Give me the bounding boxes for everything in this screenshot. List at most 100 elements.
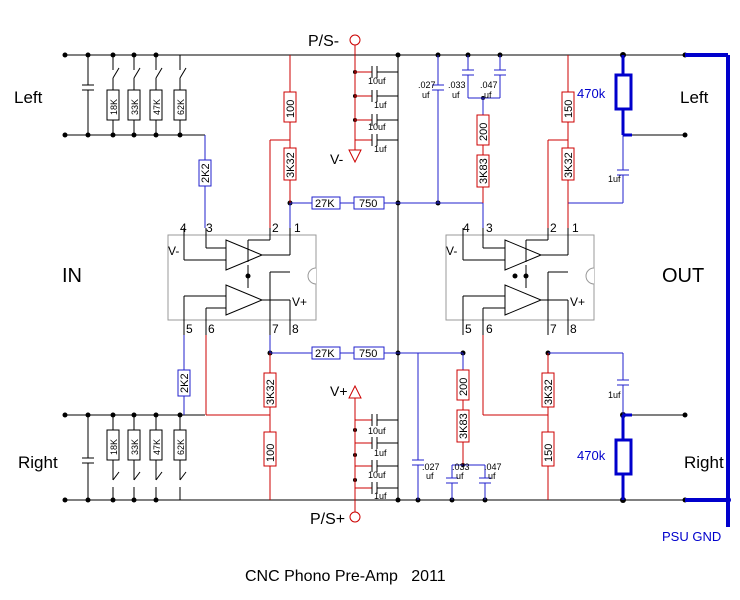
res-2k2-bottom: 2K2 [179, 373, 191, 393]
pin-4-left: 4 [180, 221, 187, 235]
pin-6-left: 6 [208, 322, 215, 336]
pin-3-left: 3 [206, 221, 213, 235]
res-100-bottom: 100 [265, 444, 277, 462]
vplus-left: V+ [292, 295, 307, 309]
out-label: OUT [662, 265, 704, 287]
component-labels: 2K2 2K2 100 3K32 3K32 100 27K 750 27K 75… [179, 80, 621, 481]
cap-1uf-top-1: 1uf [374, 100, 387, 110]
vminus-right: V- [446, 244, 457, 258]
res-27k-top: 27K [315, 198, 335, 210]
pot-470k-bottom[interactable] [614, 438, 633, 476]
res-18k-bottom: 18K [109, 439, 119, 455]
supply-symbols [348, 34, 362, 523]
res-3k83-bottom: 3K83 [458, 413, 470, 439]
res-3k32-top-right: 3K32 [563, 152, 575, 178]
cap-047-top: .047 [480, 80, 498, 90]
res-150-bottom: 150 [543, 444, 555, 462]
pot-470k-top[interactable] [614, 73, 633, 111]
psu-caps-bottom: 10uf 1uf 10uf 1uf [355, 414, 398, 501]
cap-1uf-bot-2: 1uf [374, 491, 387, 501]
v-minus-label: V- [330, 151, 344, 167]
cap-047-bottom: .047 [484, 462, 502, 472]
res-62k-top: 62K [176, 99, 186, 115]
pin-5-right: 5 [465, 322, 472, 336]
pin-2-right: 2 [550, 221, 557, 235]
res-200-top: 200 [478, 123, 490, 141]
cap-047-bottom-unit: uf [488, 471, 496, 481]
schematic-title: CNC Phono Pre-Amp 2011 [245, 568, 446, 585]
res-18k-top: 18K [109, 99, 119, 115]
ps-plus-terminal[interactable] [349, 511, 361, 523]
res-47k-bottom: 47K [152, 439, 162, 455]
pin-4-right: 4 [463, 221, 470, 235]
pin-7-right: 7 [550, 322, 557, 336]
pot-470k-bottom-label: 470k [577, 448, 606, 463]
cap-027-bottom: .027 [422, 462, 440, 472]
cap-10uf-bot-1: 10uf [368, 426, 386, 436]
right-input-network: 18K 33K 47K 62K [82, 415, 187, 500]
cap-033-bottom: .033 [452, 462, 470, 472]
pot-470k-top-label: 470k [577, 86, 606, 101]
cap-027-bottom-unit: uf [426, 471, 434, 481]
vplus-right: V+ [570, 295, 585, 309]
pin-1-left: 1 [294, 221, 301, 235]
red-wiring [205, 55, 575, 500]
cap-033-bottom-unit: uf [456, 471, 464, 481]
res-3k83-top: 3K83 [478, 158, 490, 184]
res-200-bottom: 200 [458, 378, 470, 396]
cap-027-top-unit: uf [422, 90, 430, 100]
cap-033-top-unit: uf [452, 90, 460, 100]
opamp-left: 4 3 2 1 5 6 7 8 V- V+ [167, 221, 317, 336]
right-in-label: Right [18, 453, 58, 472]
res-3k32-bottom-right: 3K32 [543, 379, 555, 405]
res-100-top: 100 [285, 100, 297, 118]
cap-10uf-top-2: 10uf [368, 122, 386, 132]
res-27k-bottom: 27K [315, 348, 335, 360]
main-labels: Left Right Left Right IN OUT P/S- P/S+ V… [14, 33, 724, 585]
res-3k32-top: 3K32 [285, 152, 297, 178]
cap-1uf-bot-1: 1uf [374, 448, 387, 458]
cap-033-top: .033 [448, 80, 466, 90]
pin-8-right: 8 [570, 322, 577, 336]
res-33k-bottom: 33K [130, 439, 140, 455]
v-plus-label: V+ [330, 383, 348, 399]
pin-6-right: 6 [486, 322, 493, 336]
res-47k-top: 47K [152, 99, 162, 115]
psu-gnd-label: PSU GND [662, 529, 721, 544]
left-in-label: Left [14, 88, 43, 107]
ps-minus-terminal[interactable] [349, 34, 361, 46]
left-out-label: Left [680, 88, 709, 107]
opamp-right: 4 3 2 1 5 6 7 8 V- V+ [445, 221, 595, 336]
v-plus-arrow [348, 384, 362, 399]
res-33k-top: 33K [130, 99, 140, 115]
ps-plus-label: P/S+ [310, 511, 345, 528]
pin-7-left: 7 [272, 322, 279, 336]
pin-5-left: 5 [186, 322, 193, 336]
res-750-bottom: 750 [359, 348, 377, 360]
res-150-top: 150 [563, 100, 575, 118]
in-label: IN [62, 265, 82, 287]
ps-minus-label: P/S- [308, 33, 339, 50]
res-2k2-top: 2K2 [200, 163, 212, 183]
psu-caps-top: 10uf 1uf 10uf 1uf [355, 66, 398, 154]
cap-1uf-out-bottom: 1uf [608, 390, 621, 400]
pin-2-left: 2 [272, 221, 279, 235]
res-750-top: 750 [359, 198, 377, 210]
blue-wiring [177, 55, 629, 500]
cap-047-top-unit: uf [484, 90, 492, 100]
res-3k32-bottom: 3K32 [265, 379, 277, 405]
right-out-label: Right [684, 453, 724, 472]
res-62k-bottom: 62K [176, 439, 186, 455]
cap-1uf-top-2: 1uf [374, 144, 387, 154]
left-input-network: 18K 33K 47K 62K [82, 55, 187, 135]
pin-8-left: 8 [292, 322, 299, 336]
vminus-left: V- [168, 244, 179, 258]
cap-1uf-out-top: 1uf [608, 174, 621, 184]
cap-10uf-top-1: 10uf [368, 76, 386, 86]
cap-027-top: .027 [418, 80, 436, 90]
output-network [614, 53, 731, 527]
pin-1-right: 1 [572, 221, 579, 235]
pin-3-right: 3 [486, 221, 493, 235]
v-minus-arrow [348, 149, 362, 164]
